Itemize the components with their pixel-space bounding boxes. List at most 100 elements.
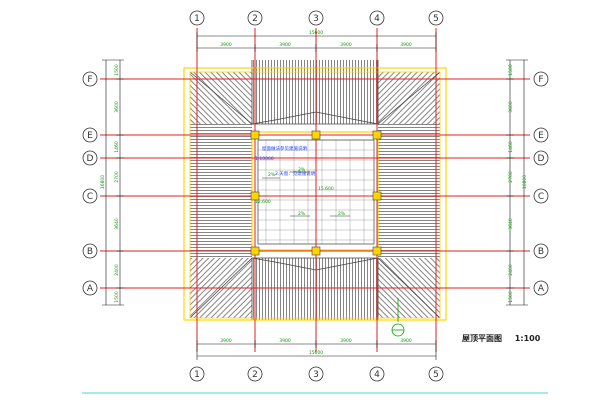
left-dim-6: 2400 xyxy=(114,264,120,276)
column-markers xyxy=(250,130,382,256)
roof-left-band xyxy=(190,124,252,258)
axis-bubble-right-A xyxy=(533,280,549,296)
axis-bubble-left-A xyxy=(82,280,98,296)
axis-label-left-E: E xyxy=(87,131,93,141)
bottom-total-dim: 15600 xyxy=(309,350,323,356)
roof-note-3: 1:10000 xyxy=(255,156,274,162)
left-dim-5: 3640 xyxy=(114,218,120,230)
axis-label-left-A: A xyxy=(87,284,94,294)
slope-label-3: 2% xyxy=(298,211,306,217)
axis-bubble-right-D xyxy=(533,150,549,166)
top-dim-1: 3900 xyxy=(220,42,232,48)
slope-label-4: 2% xyxy=(338,211,346,217)
bottom-dim-3: 3900 xyxy=(340,338,352,344)
axis-label-right-E: E xyxy=(538,131,544,141)
left-total-dim: 16800 xyxy=(100,175,106,189)
roof-bottom-band xyxy=(252,258,378,320)
top-total-dim: 15600 xyxy=(309,30,323,36)
left-dimension-lines xyxy=(102,59,124,306)
level-label-2: 12.600 xyxy=(255,199,271,205)
top-dimension-lines xyxy=(196,32,437,52)
axis-bubble-top-5 xyxy=(428,10,444,26)
axis-bubble-right-E xyxy=(533,127,549,143)
axis-label-left-F: F xyxy=(87,75,92,85)
slope-label-2: 2% xyxy=(298,167,306,173)
bottom-dim-2: 3900 xyxy=(279,338,291,344)
axis-bubble-top-1 xyxy=(189,10,205,26)
top-grid-bubbles xyxy=(189,10,444,26)
left-dim-1: 1500 xyxy=(114,64,120,76)
axis-bubble-top-3 xyxy=(308,10,324,26)
left-dim-2: 3600 xyxy=(114,101,120,113)
axis-bubble-left-E xyxy=(82,127,98,143)
axis-bubble-right-C xyxy=(533,188,549,204)
axis-label-top-4: 4 xyxy=(374,14,380,24)
roof-note-2: 2.天窗：见建施说明 xyxy=(275,170,316,177)
axis-label-left-C: C xyxy=(87,192,93,202)
right-total-dim: 16800 xyxy=(522,175,528,189)
axis-label-right-C: C xyxy=(538,192,544,202)
roof-top-band xyxy=(252,60,378,124)
axis-label-bottom-4: 4 xyxy=(374,370,380,380)
axis-label-top-3: 3 xyxy=(313,14,319,24)
axis-bubble-bottom-3 xyxy=(308,366,324,382)
axis-bubble-left-C xyxy=(82,188,98,204)
bottom-dim-1: 3900 xyxy=(220,338,232,344)
slope-arrows xyxy=(262,171,350,217)
top-dim-2: 3900 xyxy=(279,42,291,48)
top-dim-3: 3900 xyxy=(340,42,352,48)
axis-bubble-top-4 xyxy=(369,10,385,26)
right-dim-7: 1500 xyxy=(508,291,514,303)
right-dim-1: 1500 xyxy=(508,64,514,76)
right-dim-6: 2400 xyxy=(508,264,514,276)
right-dim-3: 1460 xyxy=(508,141,514,153)
right-dim-4: 2700 xyxy=(508,171,514,183)
right-dim-5: 3640 xyxy=(508,218,514,230)
bottom-dim-4: 3900 xyxy=(400,338,412,344)
drawing-title-text: 屋顶平面图 xyxy=(462,334,502,343)
axis-bubble-bottom-5 xyxy=(428,366,444,382)
axis-bubble-bottom-2 xyxy=(247,366,263,382)
right-dim-2: 3600 xyxy=(508,101,514,113)
axis-bubble-left-B xyxy=(82,243,98,259)
axis-label-right-A: A xyxy=(538,284,545,294)
axis-label-right-B: B xyxy=(538,247,544,257)
axis-bubble-right-B xyxy=(533,243,549,259)
top-dim-4: 3900 xyxy=(400,42,412,48)
roof-right-band xyxy=(378,124,440,258)
bottom-dimension-lines xyxy=(196,340,437,360)
axis-bubble-top-2 xyxy=(247,10,263,26)
right-grid-bubbles xyxy=(533,71,549,296)
axis-label-bottom-2: 2 xyxy=(252,370,258,380)
axis-bubble-bottom-1 xyxy=(189,366,205,382)
axis-label-bottom-5: 5 xyxy=(433,370,439,380)
axis-bubble-bottom-4 xyxy=(369,366,385,382)
right-dimension-lines xyxy=(506,59,528,306)
axis-label-top-2: 2 xyxy=(252,14,258,24)
drawing-scale: 1:100 xyxy=(514,334,541,343)
axis-bubble-left-D xyxy=(82,150,98,166)
drawing-title: 屋顶平面图 1:100 xyxy=(462,333,540,344)
drain-symbol xyxy=(391,298,405,337)
axis-bubble-left-F xyxy=(82,71,98,87)
level-label-1: 15.600 xyxy=(318,186,334,192)
roof-eave-outline xyxy=(183,67,447,321)
axis-label-right-F: F xyxy=(538,75,543,85)
axis-label-left-B: B xyxy=(87,247,93,257)
roof-parapet-outline xyxy=(189,71,441,319)
left-dim-7: 1500 xyxy=(114,291,120,303)
axis-label-bottom-1: 1 xyxy=(194,370,200,380)
axis-label-right-D: D xyxy=(538,154,545,164)
axis-bubble-right-F xyxy=(533,71,549,87)
left-dim-3: 1460 xyxy=(114,141,120,153)
axis-label-top-1: 1 xyxy=(194,14,200,24)
axis-label-top-5: 5 xyxy=(433,14,439,24)
slope-label-1: 2% xyxy=(268,172,276,178)
roof-note-1: 屋面做法参见建施说明 xyxy=(262,145,307,152)
bottom-grid-bubbles xyxy=(189,366,444,382)
left-grid-bubbles xyxy=(82,71,98,296)
left-dim-4: 2700 xyxy=(114,171,120,183)
axis-label-left-D: D xyxy=(87,154,94,164)
axis-label-bottom-3: 3 xyxy=(313,370,319,380)
